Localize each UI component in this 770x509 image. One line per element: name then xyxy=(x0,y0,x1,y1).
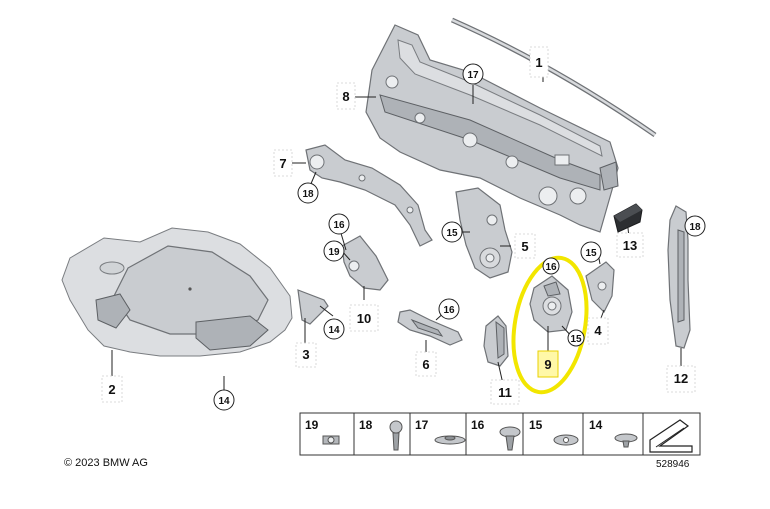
callout-circle-14-bottom[interactable]: 14 xyxy=(213,389,235,411)
svg-text:12: 12 xyxy=(674,371,688,386)
callout-part-9[interactable]: 9 xyxy=(537,350,559,378)
callout-circle-17-top[interactable]: 17 xyxy=(462,63,484,85)
part-4-bracket xyxy=(585,261,615,314)
part-7-bracket xyxy=(305,144,433,247)
svg-text:5: 5 xyxy=(521,239,528,254)
svg-text:13: 13 xyxy=(623,238,637,253)
callout-part-10[interactable]: 10 xyxy=(349,304,379,332)
callout-circle-15-part-9[interactable]: 15 xyxy=(567,329,585,347)
svg-text:16: 16 xyxy=(443,305,455,316)
fastener-cell-15[interactable]: 15 xyxy=(529,418,579,446)
svg-text:17: 17 xyxy=(467,70,479,81)
svg-text:7: 7 xyxy=(279,156,286,171)
callout-part-8[interactable]: 8 xyxy=(336,82,356,110)
fastener-cell-19[interactable]: 19 xyxy=(305,418,340,445)
svg-text:18: 18 xyxy=(689,222,701,233)
svg-text:16: 16 xyxy=(333,220,345,231)
callout-circle-19-mid[interactable]: 19 xyxy=(323,240,345,262)
svg-text:15: 15 xyxy=(446,228,458,239)
copyright-text: © 2023 BMW AG xyxy=(64,457,148,469)
part-9-insulation-bracket xyxy=(529,275,573,333)
callout-part-13[interactable]: 13 xyxy=(616,232,644,258)
svg-text:19: 19 xyxy=(328,247,340,258)
svg-text:18: 18 xyxy=(359,418,373,432)
part-11-bracket xyxy=(483,315,509,367)
svg-text:8: 8 xyxy=(342,89,349,104)
part-3-gusset xyxy=(297,289,329,325)
callout-circle-14-left[interactable]: 14 xyxy=(323,318,345,340)
svg-text:15: 15 xyxy=(570,334,582,345)
callout-part-7[interactable]: 7 xyxy=(273,149,293,177)
fastener-cell-17[interactable]: 17 xyxy=(415,418,466,445)
svg-text:3: 3 xyxy=(302,347,309,362)
direction-arrow-icon xyxy=(649,419,693,453)
callout-circle-15-center[interactable]: 15 xyxy=(441,221,463,243)
svg-text:2: 2 xyxy=(108,382,115,397)
diagram-reference-number: 528946 xyxy=(656,459,690,470)
callout-part-6[interactable]: 6 xyxy=(415,351,437,377)
callout-circle-16-center[interactable]: 16 xyxy=(438,298,460,320)
svg-text:11: 11 xyxy=(498,385,512,400)
callout-circle-18-right[interactable]: 18 xyxy=(684,215,706,237)
callout-part-3[interactable]: 3 xyxy=(295,342,317,368)
svg-text:15: 15 xyxy=(585,248,597,259)
callout-part-2[interactable]: 2 xyxy=(101,375,123,403)
part-5-heat-shield xyxy=(455,187,513,279)
svg-text:1: 1 xyxy=(535,55,542,70)
fastener-cell-14[interactable]: 14 xyxy=(589,418,638,448)
svg-text:4: 4 xyxy=(594,323,602,338)
part-13-insulation-pad xyxy=(613,203,643,233)
svg-text:9: 9 xyxy=(544,357,551,372)
fastener-cell-18[interactable]: 18 xyxy=(359,418,403,451)
svg-text:14: 14 xyxy=(589,418,603,432)
svg-text:19: 19 xyxy=(305,418,319,432)
svg-text:18: 18 xyxy=(302,189,314,200)
callout-part-5[interactable]: 5 xyxy=(514,233,536,259)
highlight-ring-part-9 xyxy=(511,255,589,395)
fastener-table: 19 18 17 16 15 14 xyxy=(299,412,701,456)
svg-text:14: 14 xyxy=(328,325,340,336)
svg-text:6: 6 xyxy=(422,357,429,372)
callout-circle-18-left[interactable]: 18 xyxy=(297,182,319,204)
callout-part-11[interactable]: 11 xyxy=(490,379,520,405)
fastener-cell-16[interactable]: 16 xyxy=(471,418,521,451)
part-10-bracket xyxy=(341,235,389,291)
svg-text:16: 16 xyxy=(471,418,485,432)
svg-text:17: 17 xyxy=(415,418,429,432)
callout-part-12[interactable]: 12 xyxy=(666,365,696,393)
part-2-underbody-insulation xyxy=(61,227,293,357)
part-8-bulkhead-panel xyxy=(365,24,619,233)
svg-text:14: 14 xyxy=(218,396,230,407)
callout-part-4[interactable]: 4 xyxy=(587,317,609,345)
callout-part-1[interactable]: 1 xyxy=(529,46,549,78)
part-6-plate xyxy=(397,309,463,346)
svg-text:10: 10 xyxy=(357,311,371,326)
callout-circle-16-part-9[interactable]: 16 xyxy=(542,257,560,275)
callout-circle-16-mid[interactable]: 16 xyxy=(328,213,350,235)
svg-text:16: 16 xyxy=(545,262,557,273)
svg-text:15: 15 xyxy=(529,418,543,432)
part-1-seal-strip xyxy=(450,17,657,138)
callout-circle-15-right[interactable]: 15 xyxy=(580,241,602,263)
